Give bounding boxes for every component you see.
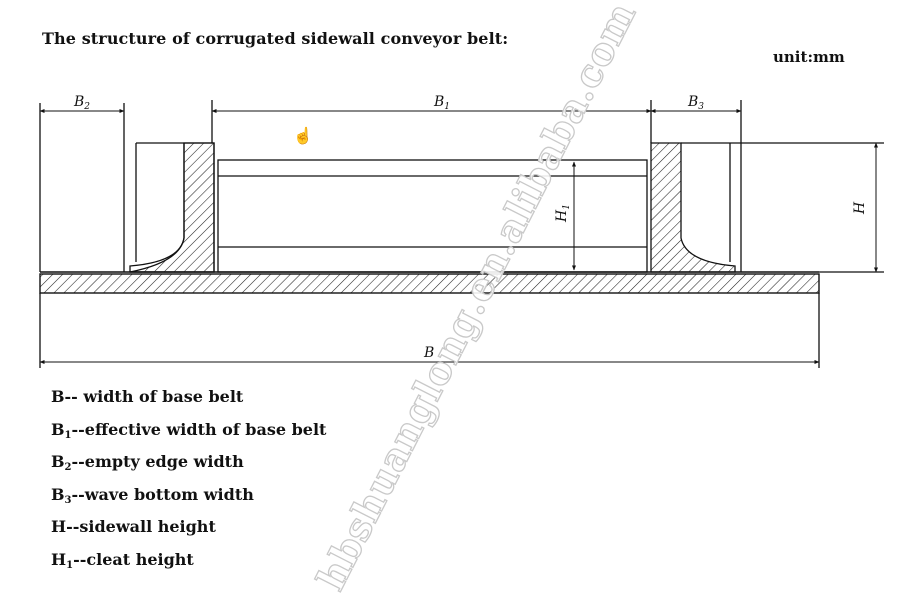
diagram-title: The structure of corrugated sidewall con… [42, 29, 509, 48]
legend-row-b3: B3--wave bottom width [51, 484, 254, 506]
legend-row-h: H--sidewall height [51, 517, 216, 537]
left-sidewall-hatched [129, 142, 215, 273]
unit-label: unit:mm [773, 48, 845, 66]
base-belt-hatched [39, 273, 820, 294]
legend-row-h1: H1--cleat height [51, 549, 194, 571]
cleat-body [217, 159, 648, 273]
legend-row-b1: B1--effective width of base belt [51, 419, 327, 441]
label-b1: B1 [433, 94, 450, 112]
legend-row-b: B-- width of base belt [51, 387, 244, 406]
right-sidewall-outline [650, 142, 736, 273]
belt-cross-section-diagram: B2 B1 B3 H H1 B [39, 94, 884, 368]
legend-row-b2: B2--empty edge width [51, 452, 244, 474]
label-h: H [852, 201, 868, 215]
label-h1: H1 [554, 204, 572, 223]
label-b2: B2 [73, 94, 90, 112]
label-b3: B3 [687, 94, 704, 112]
legend: B-- width of base belt B1--effective wid… [51, 386, 326, 582]
label-b: B [423, 345, 434, 361]
hand-pointer-icon: ☝ [293, 126, 313, 145]
